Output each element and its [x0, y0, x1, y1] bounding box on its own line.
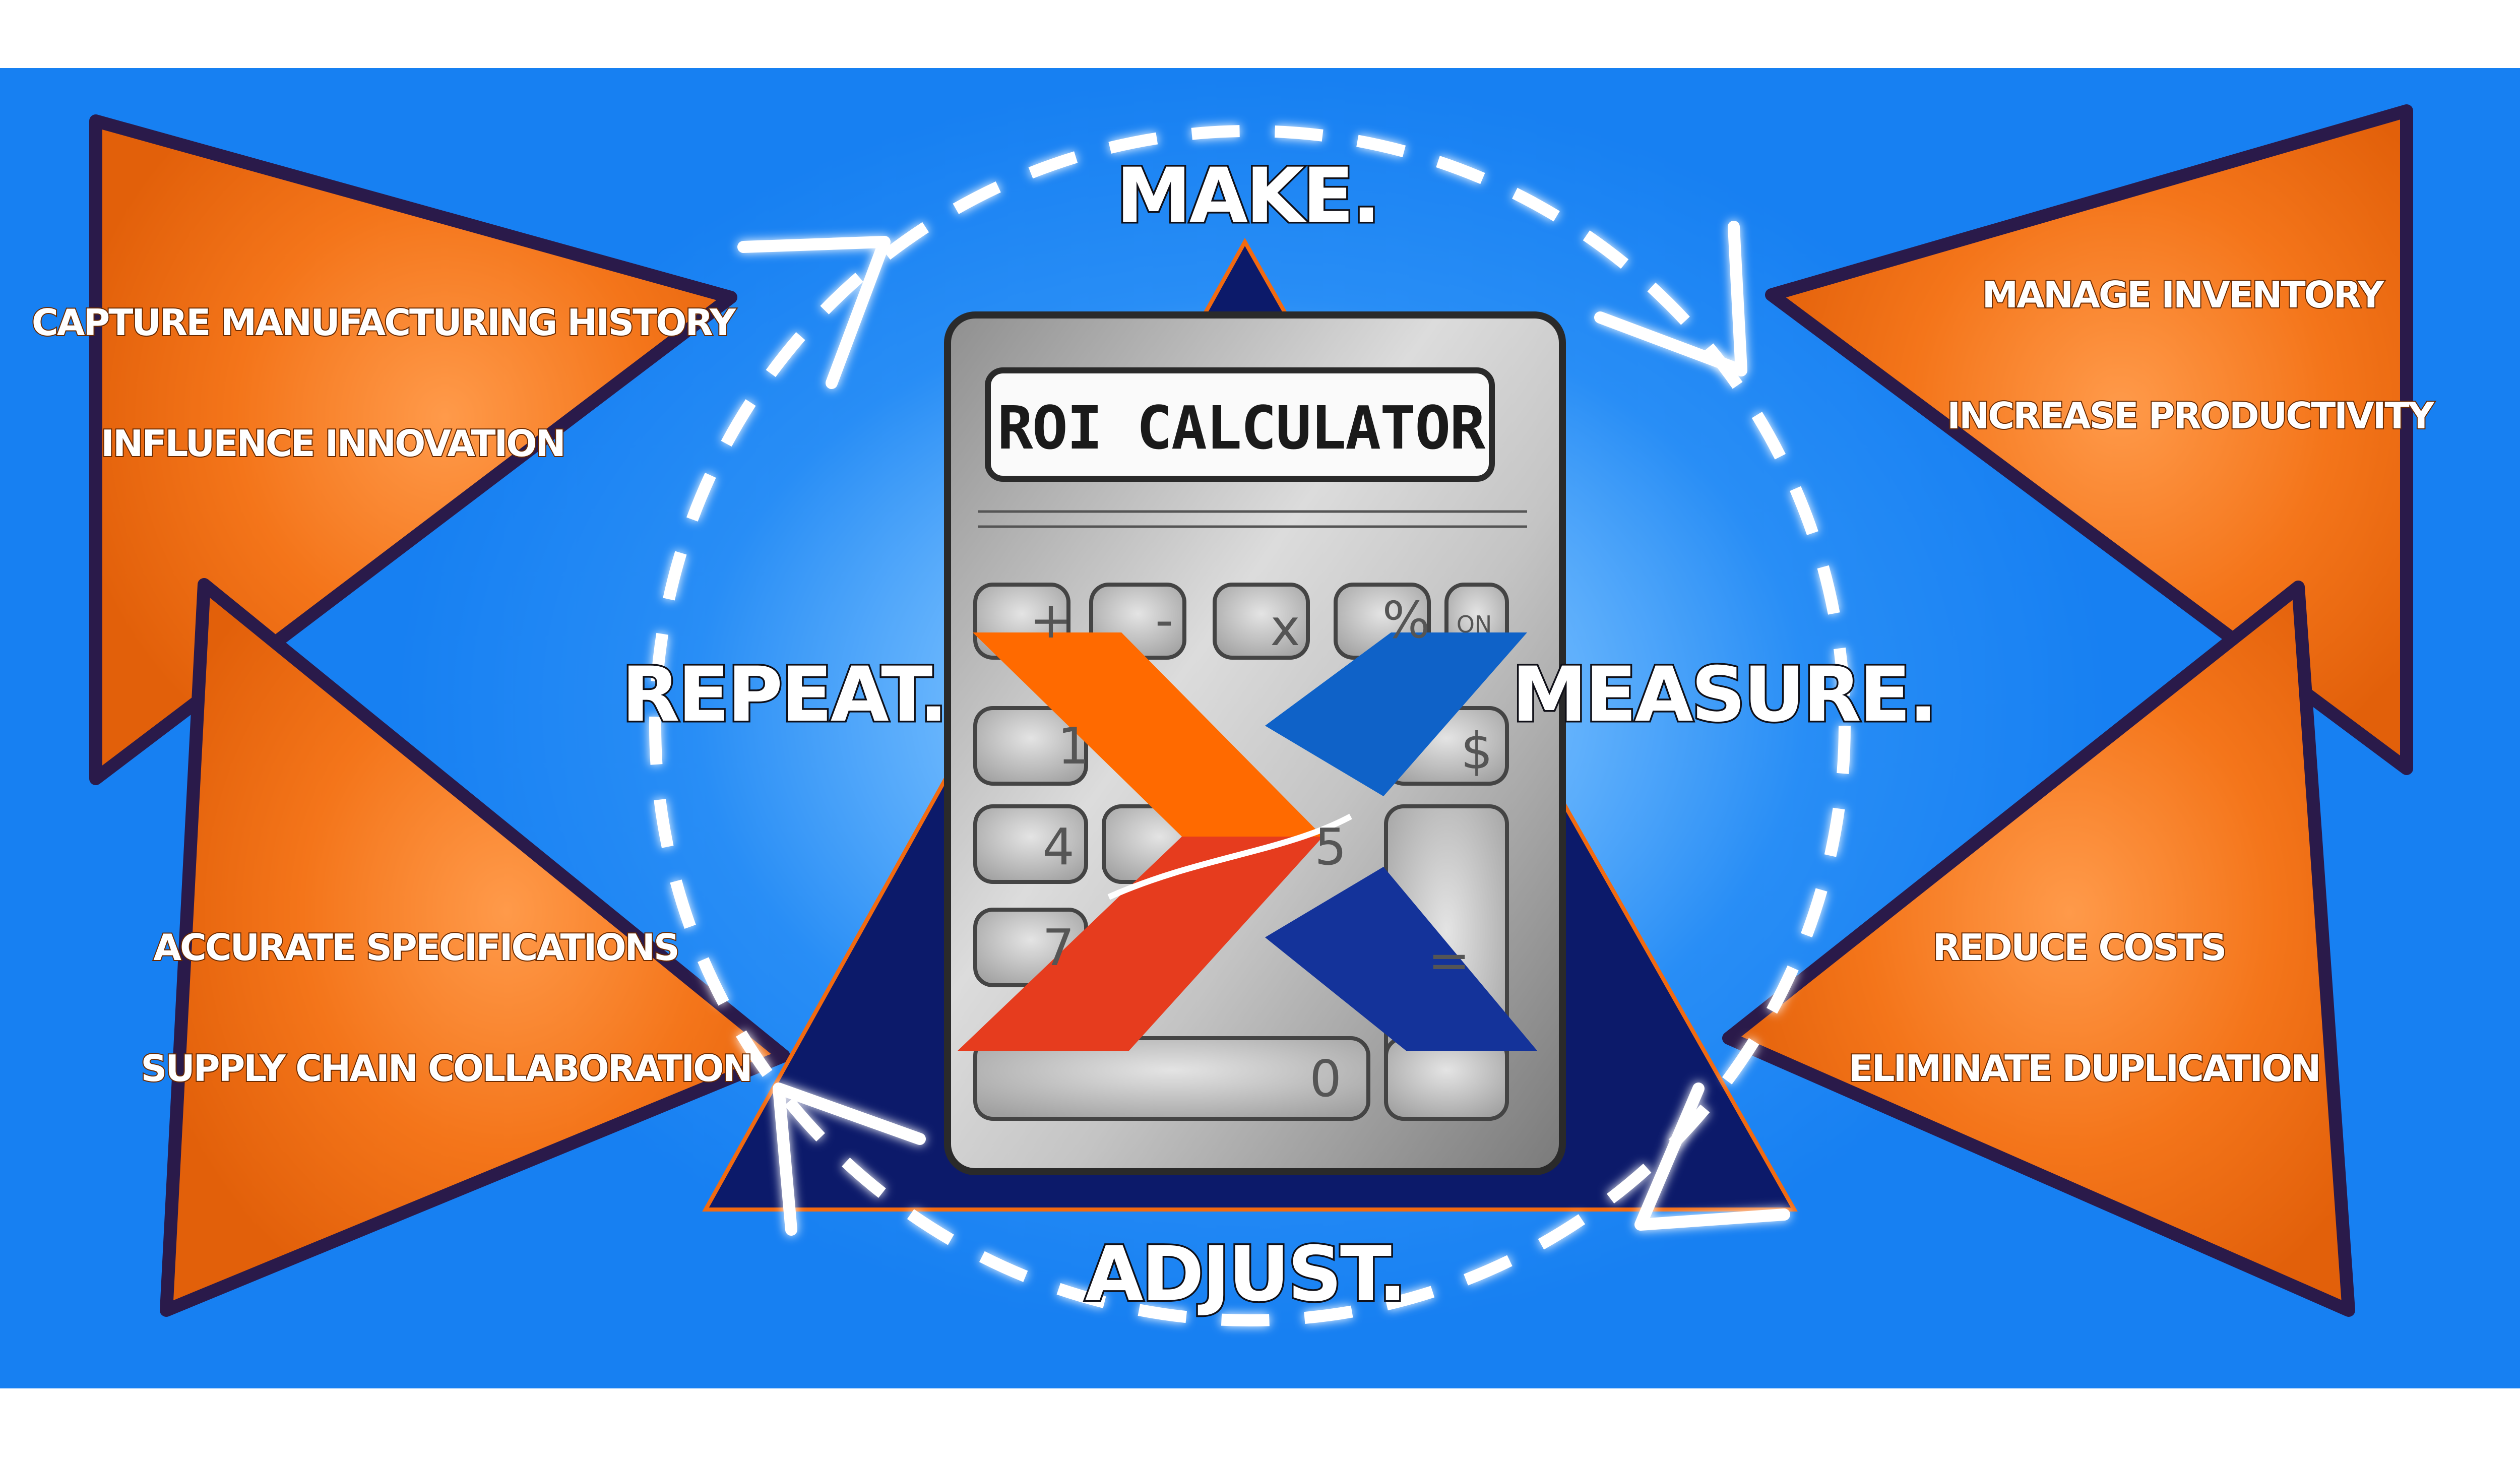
benefit-arrow-top-right — [1765, 104, 2413, 775]
benefit-arrow-bottom-left — [160, 578, 790, 1317]
cycle-arrow-icon — [773, 1083, 926, 1236]
key-plus: + — [1030, 591, 1072, 650]
cycle-dashed-circle — [649, 125, 1851, 1326]
benefit-accurate-specifications: ACCURATE SPECIFICATIONS — [153, 926, 678, 969]
benefit-capture-history: CAPTURE MANUFACTURING HISTORY — [32, 301, 736, 344]
key-0: 0 — [1309, 1049, 1342, 1108]
cycle-arrow-icon — [1594, 221, 1747, 376]
step-repeat: REPEAT. — [621, 651, 946, 739]
key-minus: - — [1155, 591, 1173, 650]
benefit-eliminate-duplication: ELIMINATE DUPLICATION — [1848, 1047, 2319, 1090]
benefit-manage-inventory: MANAGE INVENTORY — [1982, 274, 2385, 316]
cycle-arrow-icon — [737, 236, 891, 389]
key-dollar: $ — [1461, 722, 1493, 781]
logo-x-icon — [958, 632, 1537, 1051]
cycle-arrow-icon — [1634, 1083, 1790, 1231]
key-equals: = — [1428, 931, 1470, 990]
key-7: 7 — [1042, 918, 1075, 977]
key-5: 5 — [1314, 817, 1347, 876]
key-multiply: x — [1270, 598, 1300, 657]
step-measure: MEASURE. — [1512, 651, 1936, 739]
key-4: 4 — [1042, 817, 1075, 876]
key-percent: % — [1382, 591, 1430, 650]
benefit-supply-chain: SUPPLY CHAIN COLLABORATION — [141, 1047, 751, 1090]
step-adjust: ADJUST. — [1085, 1231, 1405, 1318]
benefit-arrow-bottom-right — [1722, 581, 2355, 1317]
key-on: ON — [1457, 611, 1492, 638]
benefit-reduce-costs: REDUCE COSTS — [1933, 926, 2226, 969]
calculator-display — [985, 367, 1495, 482]
key-1: 1 — [1057, 717, 1090, 776]
benefit-influence-innovation: INFLUENCE INNOVATION — [101, 422, 564, 465]
benefit-increase-productivity: INCREASE PRODUCTIVITY — [1947, 395, 2434, 437]
benefit-arrow-top-left — [89, 114, 737, 785]
step-make: MAKE. — [1116, 152, 1378, 240]
calculator-title: ROI CALCULATOR — [997, 393, 1486, 463]
